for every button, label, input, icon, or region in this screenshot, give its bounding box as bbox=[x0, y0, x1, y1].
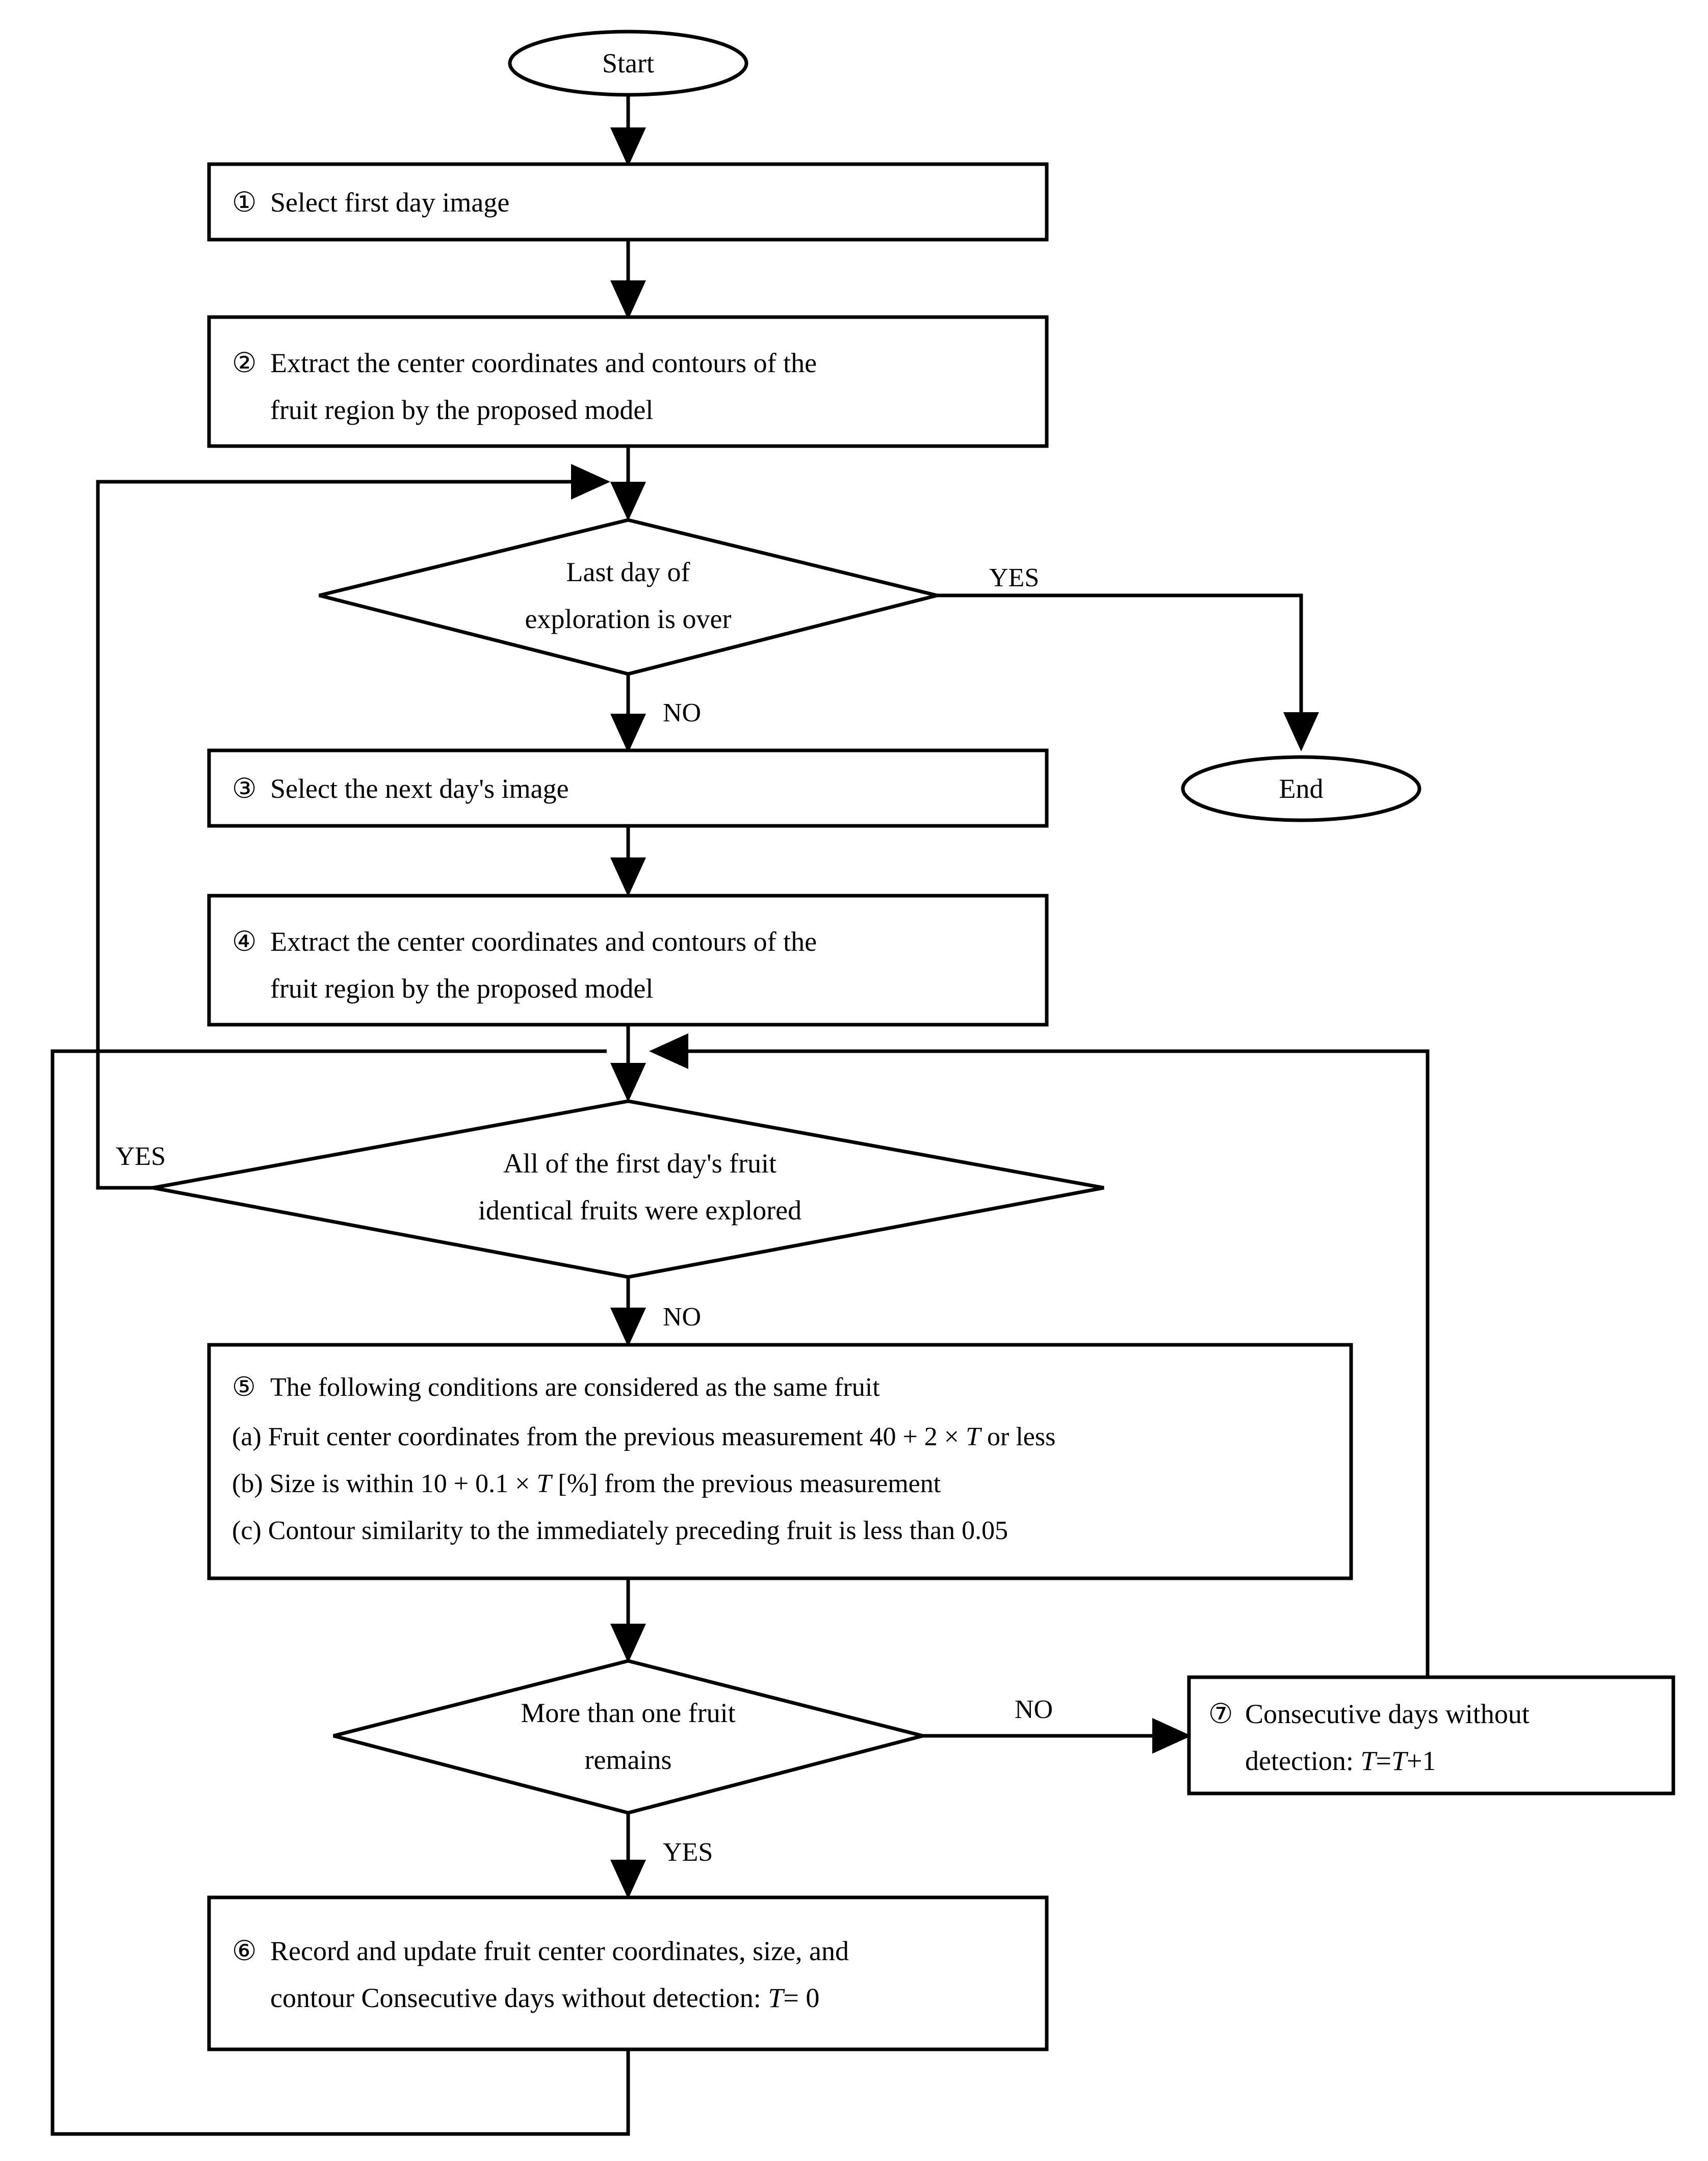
node-end-label: End bbox=[1279, 773, 1324, 804]
node-end bbox=[1181, 755, 1421, 822]
node-step7 bbox=[1187, 1675, 1675, 1795]
node-step2 bbox=[207, 315, 1049, 448]
node-decision3-line1: More than one fruit bbox=[521, 1698, 735, 1728]
node-step1-marker: ① bbox=[232, 187, 256, 218]
node-decision2-line2: identical fruits were explored bbox=[478, 1195, 801, 1226]
decision1-no-label: NO bbox=[663, 698, 701, 727]
decision2-yes-label: YES bbox=[116, 1142, 166, 1171]
connector-step6-loop-to-decision2 bbox=[50, 1049, 630, 2136]
decision1-yes-label: YES bbox=[989, 563, 1039, 592]
node-decision1 bbox=[319, 518, 938, 676]
decision3-yes-label: YES bbox=[663, 1838, 713, 1867]
decision3-no-label: NO bbox=[1015, 1695, 1053, 1724]
node-step1-line1: Select first day image bbox=[270, 187, 509, 218]
connector-decision2-yes-loop-to-decision1 bbox=[96, 464, 610, 1190]
node-step4-line2: fruit region by the proposed model bbox=[270, 973, 653, 1004]
node-step3 bbox=[207, 748, 1049, 828]
node-decision1-line2: exploration is over bbox=[525, 604, 732, 634]
cond-b-prefix: (b) Size is within 10 + 0.1 × bbox=[232, 1469, 536, 1498]
node-decision3 bbox=[333, 1659, 923, 1815]
step7-line2-prefix: detection: bbox=[1245, 1746, 1360, 1776]
node-step7-line2: detection: T=T+1 bbox=[1245, 1746, 1436, 1776]
node-decision3-line2: remains bbox=[585, 1745, 672, 1775]
node-decision2-line1: All of the first day's fruit bbox=[503, 1148, 777, 1179]
node-step2-line1: Extract the center coordinates and conto… bbox=[270, 348, 817, 378]
cond-a-suffix: or less bbox=[980, 1422, 1055, 1451]
node-start-label: Start bbox=[602, 48, 654, 79]
cond-a-prefix: (a) Fruit center coordinates from the pr… bbox=[232, 1422, 966, 1451]
step6-line2-prefix: contour Consecutive days without detecti… bbox=[270, 1983, 768, 2013]
node-step5-cond-a: (a) Fruit center coordinates from the pr… bbox=[232, 1422, 1055, 1451]
node-step5-cond-c: (c) Contour similarity to the immediatel… bbox=[232, 1516, 1008, 1545]
connector-decision1-yes-to-end bbox=[937, 593, 1319, 751]
node-step3-line1: Select the next day's image bbox=[270, 773, 569, 804]
cond-b-suffix: [%] from the previous measurement bbox=[551, 1469, 941, 1498]
node-step7-line1: Consecutive days without bbox=[1245, 1699, 1530, 1729]
decision2-no-label: NO bbox=[663, 1303, 701, 1332]
node-step6-line2: contour Consecutive days without detecti… bbox=[270, 1983, 819, 2013]
cond-b-var: T bbox=[536, 1469, 553, 1498]
node-step5 bbox=[207, 1343, 1353, 1580]
step7-mid: = bbox=[1376, 1746, 1391, 1776]
node-step3-marker: ③ bbox=[232, 773, 256, 804]
node-step6 bbox=[207, 1895, 1049, 2051]
node-decision1-line1: Last day of bbox=[566, 557, 690, 587]
node-step5-line1: The following conditions are considered … bbox=[270, 1373, 880, 1402]
node-step4 bbox=[207, 894, 1049, 1027]
node-step6-marker: ⑥ bbox=[232, 1936, 256, 1966]
node-step2-line2: fruit region by the proposed model bbox=[270, 395, 653, 425]
node-decision2 bbox=[152, 1099, 1104, 1279]
node-step4-line1: Extract the center coordinates and conto… bbox=[270, 926, 817, 957]
step6-var: T bbox=[768, 1983, 785, 2013]
node-step2-marker: ② bbox=[232, 348, 256, 378]
node-start bbox=[508, 30, 748, 97]
step7-var1: T bbox=[1360, 1746, 1378, 1776]
node-step5-marker: ⑤ bbox=[232, 1373, 256, 1402]
node-step1 bbox=[207, 162, 1049, 242]
step7-line2-suffix: +1 bbox=[1407, 1746, 1436, 1776]
node-step7-marker: ⑦ bbox=[1208, 1699, 1233, 1729]
step6-line2-suffix: = 0 bbox=[783, 1983, 819, 2013]
cond-a-var: T bbox=[966, 1422, 982, 1451]
node-step6-line1: Record and update fruit center coordinat… bbox=[270, 1936, 849, 1966]
node-step4-marker: ④ bbox=[232, 926, 256, 957]
connector-step7-loop-to-decision2 bbox=[649, 1033, 1430, 1677]
step7-var2: T bbox=[1391, 1746, 1409, 1776]
node-step5-cond-b: (b) Size is within 10 + 0.1 × T [%] from… bbox=[232, 1469, 941, 1498]
